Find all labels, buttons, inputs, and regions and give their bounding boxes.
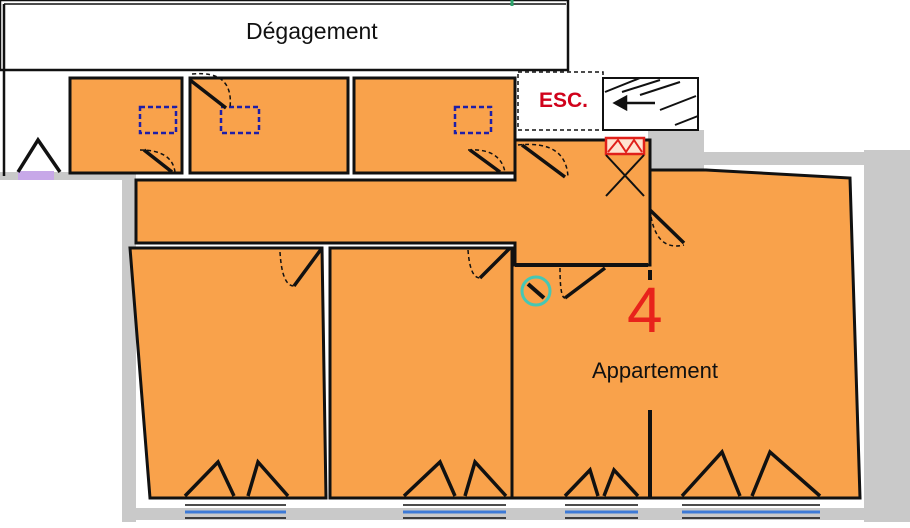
duct-outline-icon: [138, 105, 493, 135]
partitions: [515, 263, 652, 498]
door-swing-icon: [16, 72, 822, 498]
stair-arrow-icon: [612, 94, 655, 112]
corridor-degagement: [0, 0, 570, 180]
fire-extinguisher-box-icon: [604, 136, 646, 197]
living-area: [510, 168, 862, 500]
unit-label: Appartement: [592, 358, 718, 383]
bedroom-left: [128, 246, 328, 500]
apartment-rooms: [68, 76, 862, 500]
unit-number: 4: [627, 274, 663, 346]
gas-meter-icon: [520, 275, 552, 307]
corridor-label: Dégagement: [246, 18, 378, 44]
stair: [517, 71, 699, 131]
room-top-middle: [188, 76, 350, 175]
stair-label: ESC.: [539, 89, 589, 112]
room-top-left: [68, 76, 184, 175]
room-top-right: [352, 76, 517, 175]
bedroom-middle: [328, 246, 514, 500]
